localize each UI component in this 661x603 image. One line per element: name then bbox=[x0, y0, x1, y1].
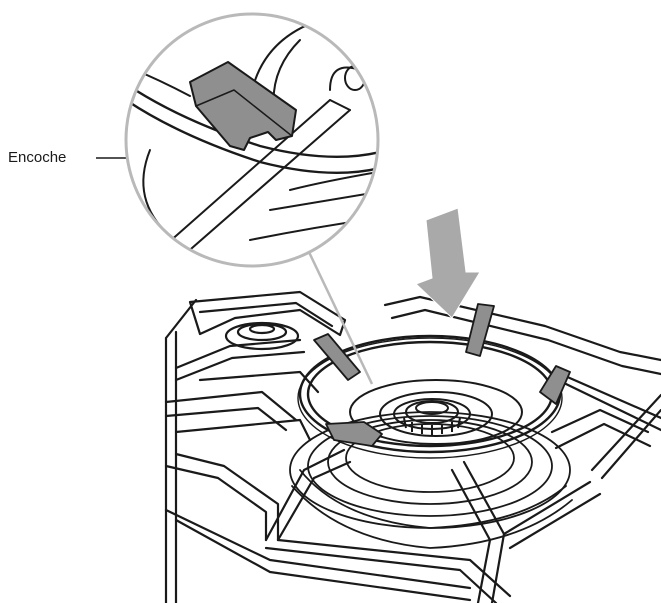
notch-clip bbox=[189, 61, 297, 151]
front-grate-arm-right bbox=[450, 460, 506, 603]
right-grate bbox=[550, 370, 661, 480]
callout-label-encoche: Encoche bbox=[8, 149, 67, 166]
central-burner bbox=[349, 379, 523, 445]
hob-top bbox=[164, 290, 661, 603]
front-left-grate bbox=[164, 390, 298, 542]
front-grate-arm-left bbox=[264, 448, 352, 542]
front-grate-rail bbox=[264, 480, 602, 603]
back-right-grate bbox=[383, 295, 661, 376]
tab-back-left bbox=[313, 333, 361, 381]
tab-right bbox=[539, 365, 571, 405]
tab-back-right bbox=[465, 303, 495, 357]
main-burner-bowl bbox=[289, 411, 573, 549]
wok-ring-tabs bbox=[313, 303, 571, 447]
hob-front-edge bbox=[164, 508, 472, 602]
back-left-grate bbox=[188, 290, 347, 337]
down-arrow-icon bbox=[415, 207, 481, 319]
back-left-burner bbox=[224, 321, 300, 351]
callout-detail bbox=[96, 12, 380, 385]
callout-ring bbox=[124, 12, 380, 268]
tab-front-left bbox=[325, 421, 383, 447]
hob-body-outline bbox=[164, 298, 198, 603]
callout-leader-line bbox=[306, 249, 374, 385]
